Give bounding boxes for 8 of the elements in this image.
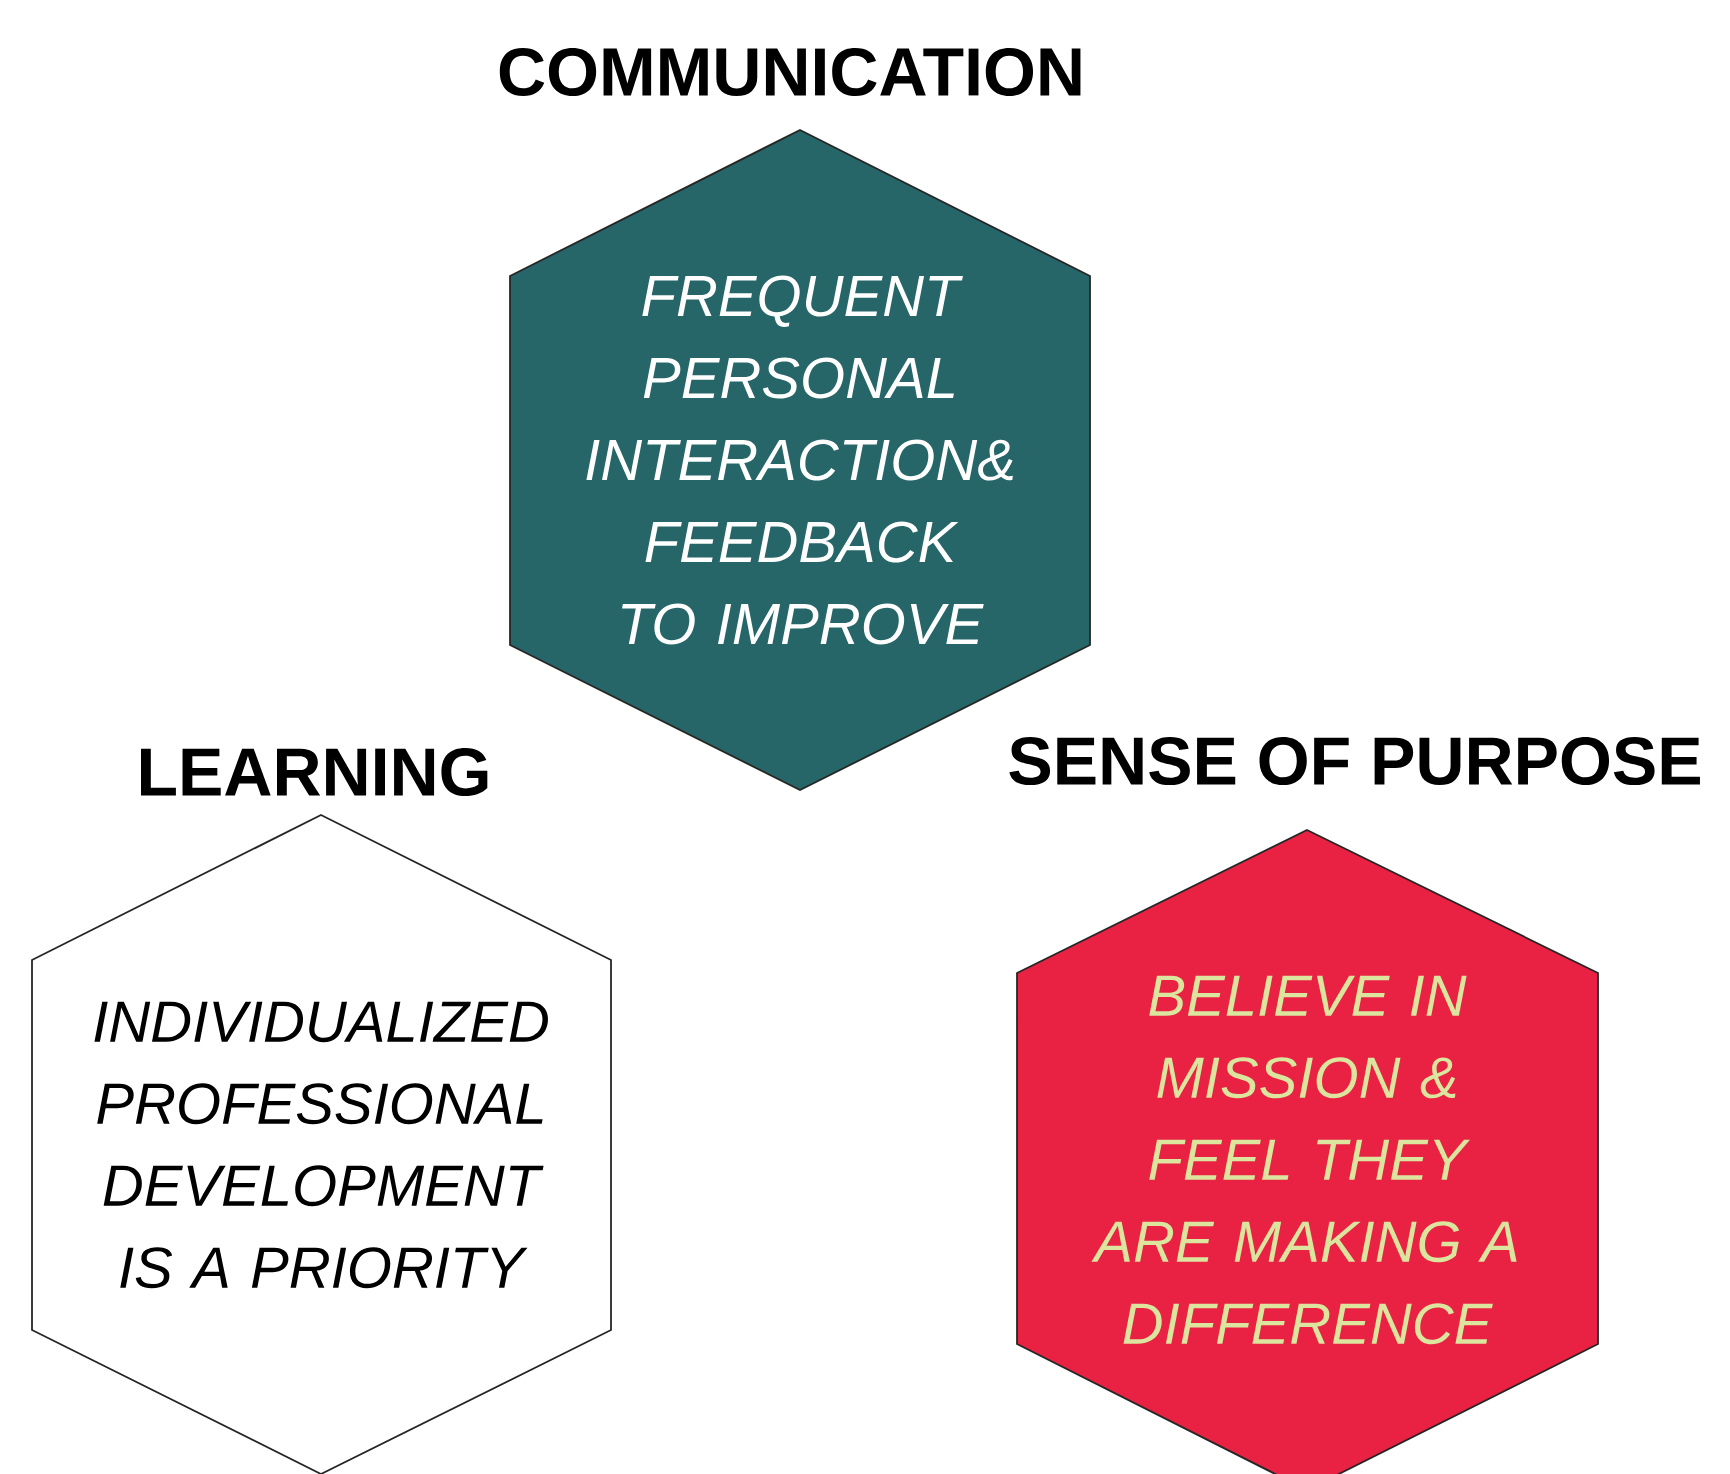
- hexagon-text: BELIEVE IN MISSION & FEEL THEY ARE MAKING A DIFFERENCE: [1091, 975, 1517, 1345]
- hexagon-text: FREQUENT PERSONAL INTERACTION& FEEDBACK TO IMPROVE: [586, 275, 1013, 645]
- heading: SENSE OF PURPOSE: [1009, 736, 1700, 786]
- heading: LEARNING: [141, 747, 488, 797]
- heading: COMMUNICATION: [499, 47, 1081, 97]
- hexagon: [1016, 829, 1599, 1474]
- hexagon: [31, 814, 612, 1474]
- hexagon-text: INDIVIDUALIZED PROFESSIONAL DEVELOPMENT IS A PRIORITY: [94, 1001, 548, 1289]
